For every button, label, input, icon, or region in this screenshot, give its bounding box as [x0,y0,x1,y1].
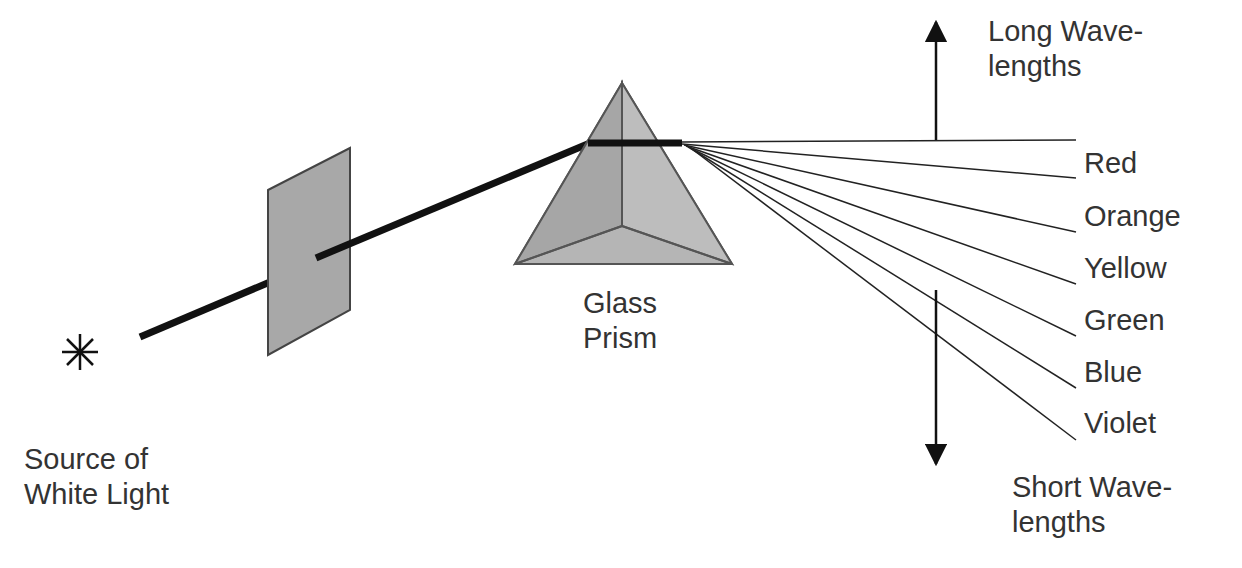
light-beam [140,282,270,337]
color-label: Orange [1084,199,1224,234]
spectrum-rays [682,140,1076,440]
color-label: Violet [1084,406,1224,441]
light-source [62,334,98,370]
color-label: Blue [1084,355,1224,390]
axis-label: Short Wave- lengths [1012,470,1212,541]
light-beam [588,140,682,147]
glass-prism [515,83,732,264]
color-label: Red [1084,146,1224,181]
axis-label: Long Wave- lengths [988,14,1188,85]
color-label: Yellow [1084,251,1224,286]
source-label: Source of White Light [24,442,209,513]
long-wave-arrow [935,22,938,140]
short-wave-arrow [935,290,938,464]
prism-label: Glass Prism [560,286,680,357]
color-label: Green [1084,303,1224,338]
